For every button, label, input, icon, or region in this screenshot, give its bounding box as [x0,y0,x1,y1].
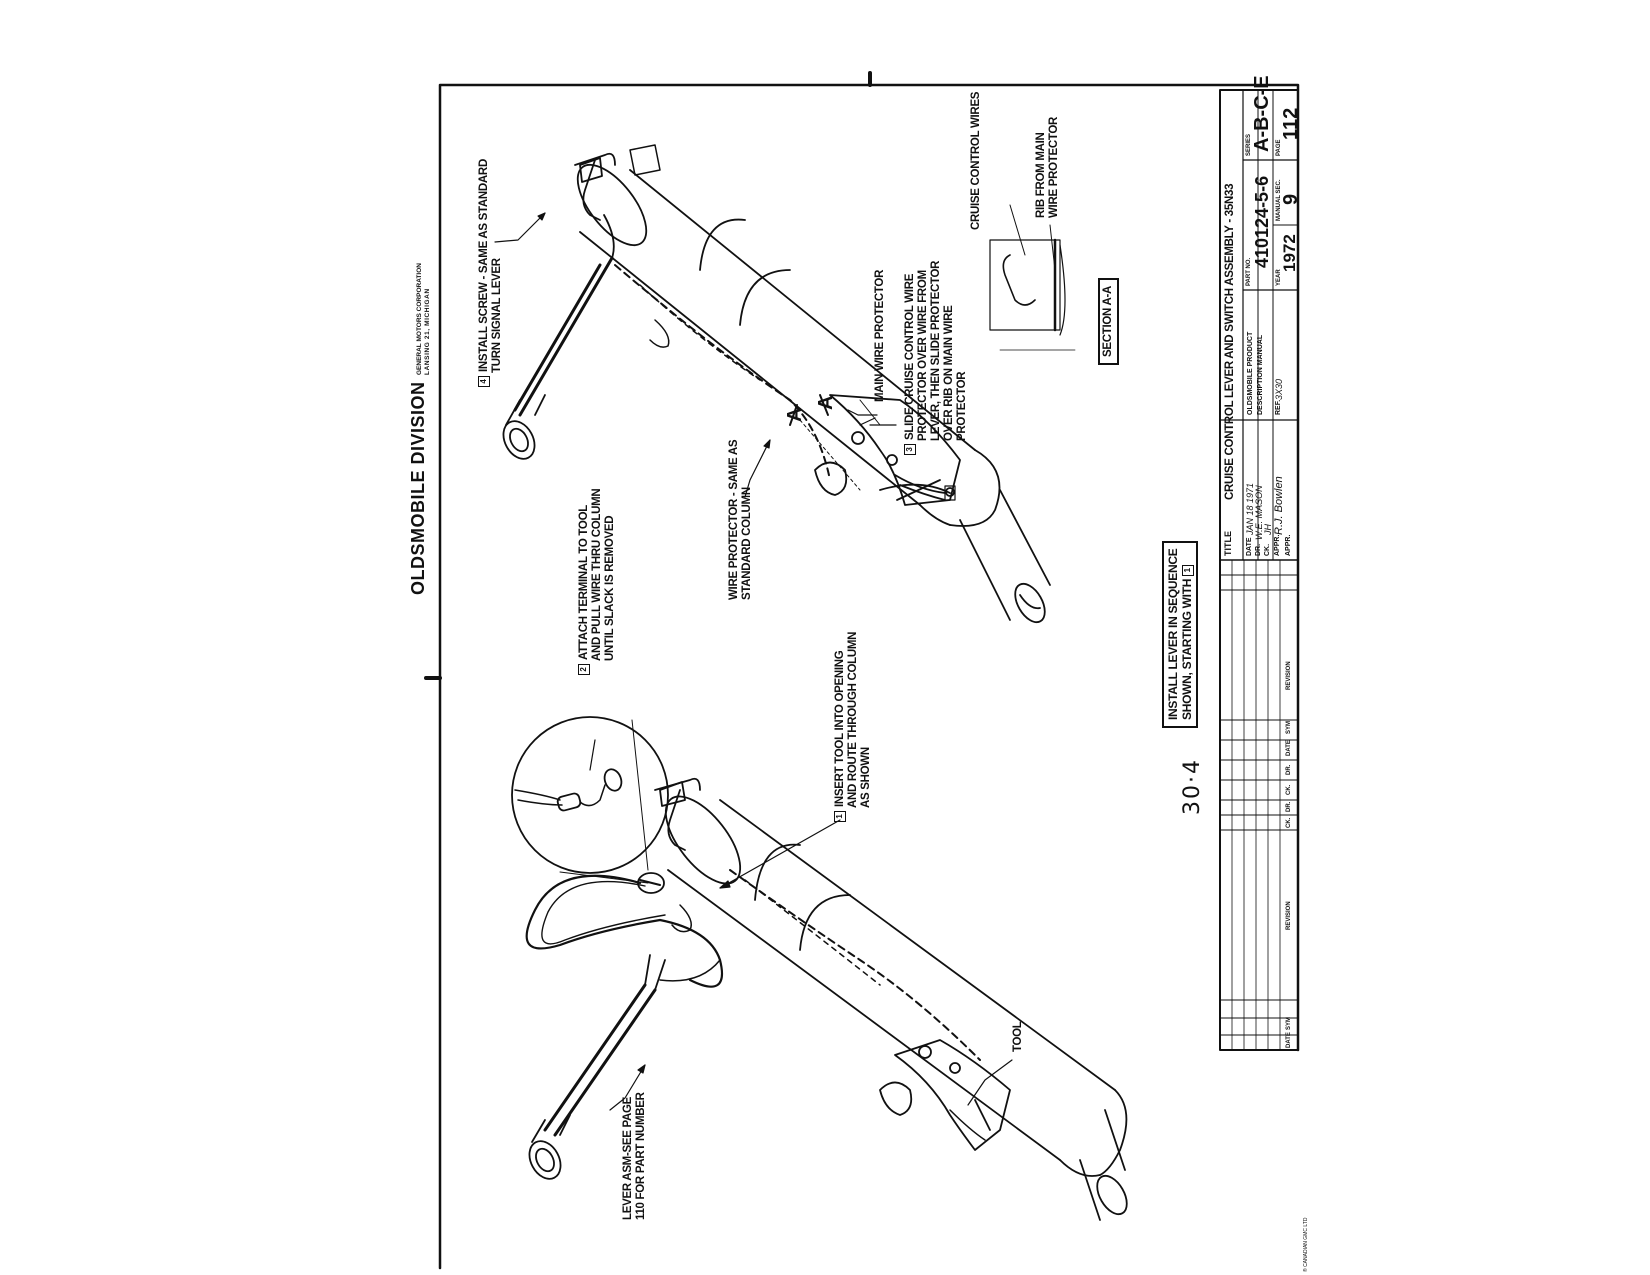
rev-header-revision-2: REVISION [1286,901,1292,930]
detail-circle [511,716,669,884]
rev-header-ck: CK. [1286,784,1292,795]
step-number-box: 4 [478,376,490,387]
part-number: 410124-5-6 [1252,175,1272,268]
rev-header-date: DATE [1286,740,1292,756]
callout-wire-protector: WIRE PROTECTOR - SAME AS STANDARD COLUMN [728,440,754,600]
page-label: PAGE [1276,139,1282,156]
section-mark-a-1: A [784,407,806,422]
section-mark-a-2: A [815,395,837,410]
division-heading: OLDSMOBILE DIVISION [408,381,428,595]
callout-line: LEVER, THEN SLIDE PROTECTOR [930,260,943,441]
install-line: INSTALL LEVER IN SEQUENCE [1166,548,1180,720]
callout-line: WIRE PROTECTOR [1048,116,1060,218]
install-line: SHOWN, STARTING WITH 1 [1180,549,1194,720]
callout-line: ATTACH TERMINAL TO TOOL [578,505,591,660]
callout-line: LEVER ASM-SEE PAGE [622,1096,634,1220]
step-number-box: 2 [578,664,590,675]
section-label: SECTION A-A [1098,277,1119,365]
drawing-title: CRUISE CONTROL LEVER AND SWITCH ASSEMBLY… [1224,183,1236,500]
callout-line: UNTIL SLACK IS REMOVED [604,515,617,661]
callout-line: AND ROUTE THROUGH COLUMN [847,631,860,808]
rev-header-sym: SYM [1286,720,1292,734]
rev-header-dr: DR. [1286,764,1292,775]
appr2-label: APPR. [1285,534,1292,556]
rev-header-revision: REVISION [1286,661,1292,690]
appr-value: R.J. Bowlen [1273,476,1285,535]
corp-line-2: LANSING 21, MICHIGAN [424,288,431,375]
date-label: DATE [1246,537,1253,556]
rev-header-date-2: DATE [1286,1032,1292,1048]
appr-label: APPR. [1274,534,1281,556]
ck-label: CK. [1264,543,1271,556]
year-value: 1972 [1280,234,1299,272]
manual-section: 9 [1280,193,1302,205]
upper-leaders [494,212,897,498]
callout-tool: TOOL [1012,1021,1024,1052]
callout-line: TURN SIGNAL LEVER [491,258,504,373]
product-line-2: DESCRIPTION MANUAL [1257,334,1264,415]
rev-header-ck-2: CK. [1286,817,1292,828]
callout-line: 110 FOR PART NUMBER [635,1092,647,1220]
callout-step-4: 4 INSTALL SCREW - SAME AS STANDARD TURN S… [478,159,504,387]
step-number-box: 1 [1181,564,1194,576]
footer-print-mark: ® CANADIAN GMC LTD [1303,1217,1309,1272]
series-value: A-B-C-E [1251,75,1273,152]
rev-header-sym-2: SYM [1286,1016,1292,1030]
callout-line: PROTECTOR [956,371,969,441]
callout-line: PROTECTOR OVER WIRE FROM [917,270,930,441]
dr-label: DR. [1255,543,1262,556]
callout-step-2: 2 ATTACH TERMINAL TO TOOL AND PULL WIRE T… [578,489,617,675]
lower-column [525,777,1128,1221]
section-arrows [789,394,829,426]
callout-line: INSTALL SCREW - SAME AS STANDARD [478,159,491,372]
rev-header-dr-2: DR. [1286,801,1292,812]
callout-line: AS SHOWN [860,747,873,808]
callout-step-3: 3 SLIDE CRUISE CONTROL WIRE PROTECTOR OVE… [904,261,969,455]
callout-line: SLIDE CRUISE CONTROL WIRE [904,273,917,440]
lower-leaders [589,739,1013,1111]
install-note-box: INSTALL LEVER IN SEQUENCE SHOWN, STARTIN… [1162,540,1198,728]
callout-rib: RIB FROM MAIN WIRE PROTECTOR [1035,117,1061,218]
callout-line: RIB FROM MAIN [1035,132,1047,218]
step-number-box: 1 [834,811,846,822]
handwritten-note: 30·4 [1180,758,1205,815]
step-number-box: 3 [904,444,916,455]
callout-line: AND PULL WIRE THRU COLUMN [591,488,604,661]
section-a-a-detail [989,204,1076,351]
callout-step-1: 1 INSERT TOOL INTO OPENING AND ROUTE THRO… [834,632,873,822]
title-label: TITLE [1223,531,1233,556]
page-number: 112 [1280,107,1302,140]
callout-main-wire-protector: MAIN WIRE PROTECTOR [874,269,886,402]
callout-line: WIRE PROTECTOR - SAME AS [728,439,740,600]
callout-cruise-control-wires: CRUISE CONTROL WIRES [970,91,982,230]
callout-line: INSERT TOOL INTO OPENING [834,650,847,807]
callout-line: STANDARD COLUMN [741,487,753,600]
ck-value: JH [1263,524,1273,535]
callout-lever-asm: LEVER ASM-SEE PAGE 110 FOR PART NUMBER [622,1092,648,1220]
callout-line: OVER RIB ON MAIN WIRE [943,305,956,441]
title-block-frame [1219,89,1299,1051]
product-line-1: OLDSMOBILE PRODUCT [1247,331,1254,415]
ref-value: 3X30 [1274,378,1284,400]
corp-line-1: GENERAL MOTORS CORPORATION [416,263,423,375]
ref-label: REF. [1275,399,1282,415]
